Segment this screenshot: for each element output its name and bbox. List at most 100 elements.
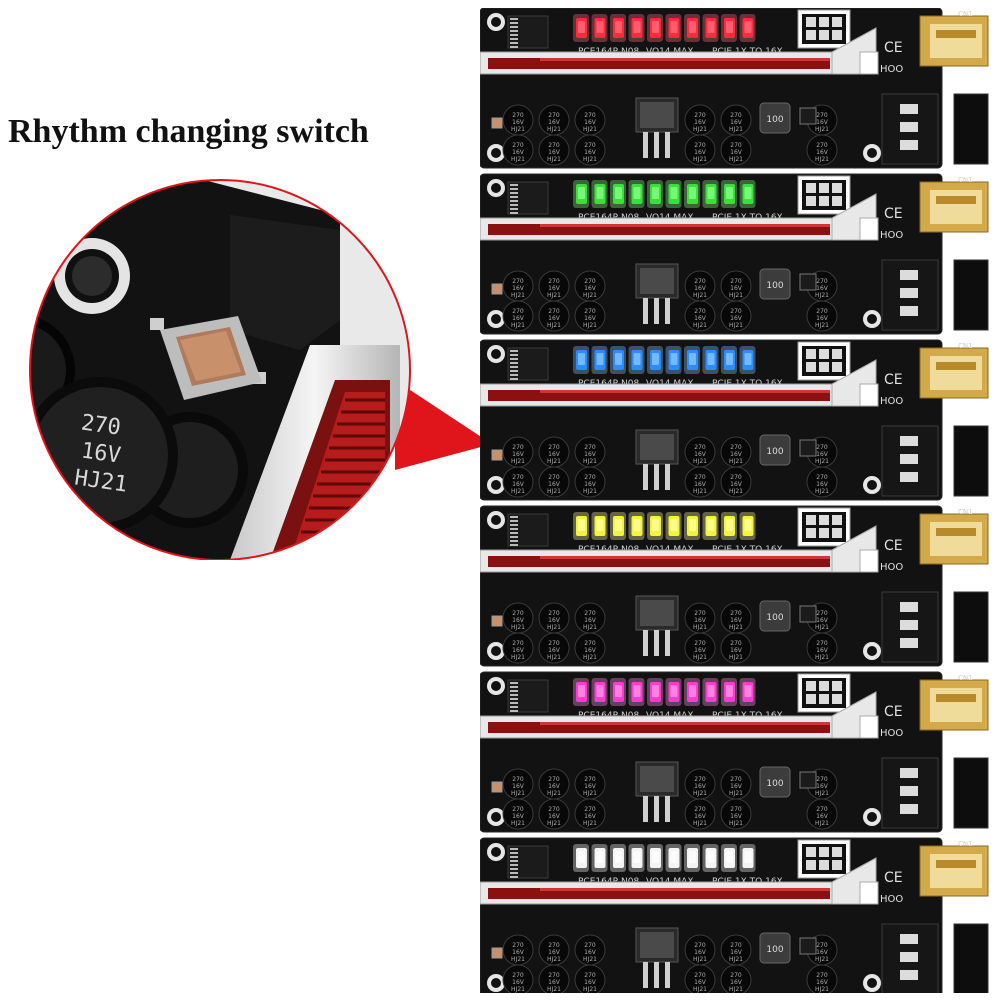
svg-text:270: 270 — [816, 610, 828, 617]
svg-text:270: 270 — [584, 610, 596, 617]
svg-text:HJ21: HJ21 — [583, 790, 597, 797]
brand-label: HOO — [880, 562, 903, 573]
svg-text:HJ21: HJ21 — [729, 654, 743, 661]
svg-text:HJ21: HJ21 — [729, 292, 743, 299]
svg-text:HJ21: HJ21 — [693, 820, 707, 827]
svg-text:270: 270 — [730, 640, 742, 647]
boards-stack: PCE164P-N08VO14 MAXPCIE 1X TO 16XHOOCECN… — [479, 7, 990, 999]
svg-text:270: 270 — [816, 474, 828, 481]
ce-mark: CE — [884, 206, 903, 222]
svg-text:HJ21: HJ21 — [729, 790, 743, 797]
svg-text:HJ21: HJ21 — [815, 156, 829, 163]
svg-text:270: 270 — [512, 972, 524, 979]
svg-text:16V: 16V — [816, 149, 829, 156]
svg-text:270: 270 — [548, 308, 560, 315]
cn1-label: CN1 — [958, 674, 973, 682]
svg-text:16V: 16V — [730, 481, 743, 488]
svg-text:16V: 16V — [548, 451, 561, 458]
svg-text:HJ21: HJ21 — [547, 654, 561, 661]
svg-text:16V: 16V — [584, 813, 597, 820]
svg-text:16V: 16V — [694, 315, 707, 322]
svg-text:270: 270 — [548, 610, 560, 617]
svg-text:16V: 16V — [548, 617, 561, 624]
svg-text:HJ21: HJ21 — [729, 986, 743, 993]
svg-text:270: 270 — [694, 972, 706, 979]
svg-text:16V: 16V — [512, 285, 525, 292]
svg-text:HJ21: HJ21 — [511, 322, 525, 329]
svg-text:270: 270 — [694, 444, 706, 451]
svg-text:16V: 16V — [694, 783, 707, 790]
svg-text:16V: 16V — [694, 451, 707, 458]
svg-text:270: 270 — [548, 474, 560, 481]
svg-text:270: 270 — [584, 972, 596, 979]
svg-text:270: 270 — [730, 776, 742, 783]
svg-text:16V: 16V — [548, 979, 561, 986]
svg-text:16V: 16V — [694, 647, 707, 654]
svg-text:270: 270 — [816, 308, 828, 315]
cn1-label: CN1 — [958, 342, 973, 350]
caption-text: Rhythm changing switch — [8, 113, 369, 150]
svg-text:HJ21: HJ21 — [547, 956, 561, 963]
svg-text:HJ21: HJ21 — [583, 654, 597, 661]
led-strip — [573, 14, 756, 42]
svg-text:16V: 16V — [548, 315, 561, 322]
svg-text:HJ21: HJ21 — [693, 126, 707, 133]
svg-text:16V: 16V — [730, 979, 743, 986]
svg-text:16V: 16V — [512, 813, 525, 820]
svg-text:16V: 16V — [816, 979, 829, 986]
svg-text:HJ21: HJ21 — [583, 292, 597, 299]
svg-text:HJ21: HJ21 — [693, 986, 707, 993]
svg-text:270: 270 — [730, 112, 742, 119]
svg-text:HJ21: HJ21 — [583, 322, 597, 329]
capacitor-label-2: 16V — [79, 438, 122, 468]
svg-text:HJ21: HJ21 — [815, 458, 829, 465]
svg-text:HJ21: HJ21 — [511, 292, 525, 299]
svg-text:HJ21: HJ21 — [583, 488, 597, 495]
ce-mark: CE — [884, 704, 903, 720]
svg-text:270: 270 — [584, 112, 596, 119]
svg-text:16V: 16V — [694, 285, 707, 292]
svg-text:270: 270 — [816, 278, 828, 285]
svg-text:16V: 16V — [584, 285, 597, 292]
svg-text:HJ21: HJ21 — [729, 956, 743, 963]
svg-text:270: 270 — [730, 278, 742, 285]
svg-text:270: 270 — [730, 444, 742, 451]
svg-text:16V: 16V — [584, 149, 597, 156]
svg-text:HJ21: HJ21 — [815, 790, 829, 797]
svg-text:HJ21: HJ21 — [583, 126, 597, 133]
brand-label: HOO — [880, 230, 903, 241]
svg-text:HJ21: HJ21 — [693, 488, 707, 495]
svg-text:HJ21: HJ21 — [547, 458, 561, 465]
svg-text:270: 270 — [730, 806, 742, 813]
svg-text:16V: 16V — [584, 979, 597, 986]
svg-text:270: 270 — [730, 610, 742, 617]
svg-text:HJ21: HJ21 — [511, 790, 525, 797]
inductor-label: 100 — [766, 281, 783, 291]
svg-text:HJ21: HJ21 — [693, 458, 707, 465]
svg-text:HJ21: HJ21 — [583, 156, 597, 163]
svg-text:HJ21: HJ21 — [511, 986, 525, 993]
svg-text:270: 270 — [816, 942, 828, 949]
svg-text:HJ21: HJ21 — [693, 790, 707, 797]
svg-text:16V: 16V — [816, 451, 829, 458]
led-strip — [573, 512, 756, 540]
switch — [491, 615, 503, 627]
svg-text:HJ21: HJ21 — [815, 986, 829, 993]
svg-text:16V: 16V — [548, 119, 561, 126]
ce-mark: CE — [884, 372, 903, 388]
svg-text:16V: 16V — [730, 647, 743, 654]
svg-text:HJ21: HJ21 — [815, 292, 829, 299]
svg-text:270: 270 — [512, 142, 524, 149]
svg-text:16V: 16V — [694, 813, 707, 820]
svg-text:16V: 16V — [512, 979, 525, 986]
svg-text:270: 270 — [548, 806, 560, 813]
svg-text:16V: 16V — [584, 119, 597, 126]
svg-text:270: 270 — [816, 640, 828, 647]
svg-text:270: 270 — [694, 806, 706, 813]
svg-text:270: 270 — [584, 474, 596, 481]
svg-text:16V: 16V — [512, 949, 525, 956]
inductor-label: 100 — [766, 115, 783, 125]
led-strip — [573, 346, 756, 374]
svg-text:16V: 16V — [584, 949, 597, 956]
svg-text:HJ21: HJ21 — [815, 126, 829, 133]
